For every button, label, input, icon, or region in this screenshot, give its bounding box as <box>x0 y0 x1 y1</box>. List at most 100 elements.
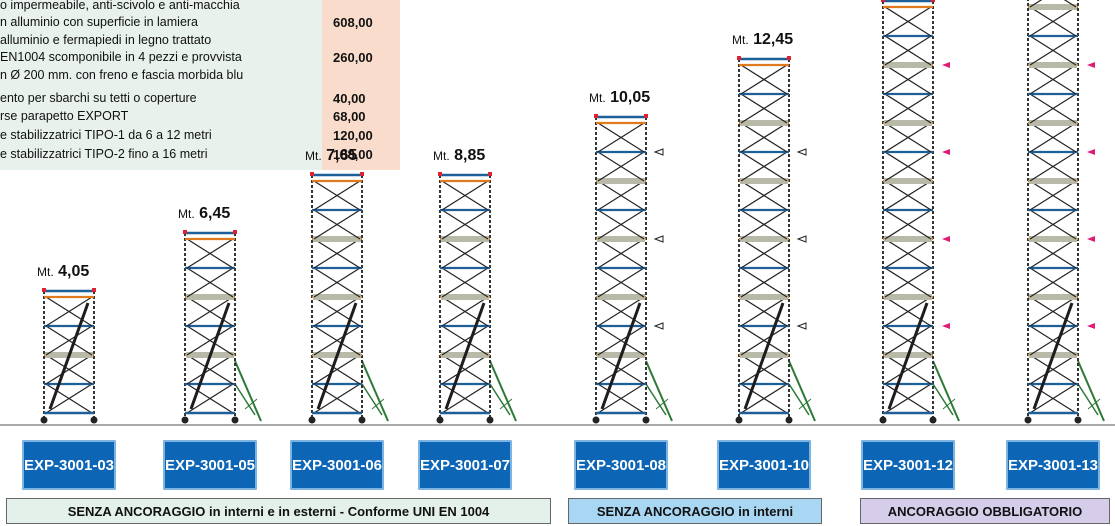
price-list-price: 120,00 <box>333 128 373 143</box>
cross-brace <box>740 151 788 182</box>
model-code-button[interactable]: EXP-3001-03 <box>22 440 116 490</box>
outrigger <box>645 383 667 416</box>
cross-brace <box>313 325 361 356</box>
cross-brace <box>884 151 932 182</box>
outrigger <box>234 383 256 416</box>
height-value: 4,05 <box>58 263 90 280</box>
cross-brace <box>441 296 489 327</box>
outrigger <box>371 398 385 410</box>
scaffold-tower <box>1024 0 1105 424</box>
cross-brace <box>740 180 788 211</box>
platform-deck <box>740 120 788 126</box>
cross-brace <box>740 354 788 385</box>
cross-brace <box>884 325 932 356</box>
outrigger <box>932 383 954 416</box>
model-code-button[interactable]: EXP-3001-07 <box>418 440 512 490</box>
cross-brace <box>441 238 489 269</box>
cross-brace <box>1029 35 1077 66</box>
price-list-row: EN1004 scomponibile in 4 pezzi e provvis… <box>0 49 400 66</box>
cross-brace <box>1029 238 1077 269</box>
height-prefix: Mt. <box>433 149 450 163</box>
castor-wheel <box>486 416 494 424</box>
cross-brace <box>45 354 93 385</box>
post-cap <box>92 288 96 292</box>
cross-brace <box>441 180 489 211</box>
outrigger <box>361 383 383 416</box>
platform-deck <box>740 178 788 184</box>
cross-brace <box>597 325 645 356</box>
anchor-marker-icon <box>942 236 950 242</box>
cross-brace <box>186 354 234 385</box>
model-code-button[interactable]: EXP-3001-12 <box>861 440 955 490</box>
cross-brace <box>1029 325 1077 356</box>
model-code-button[interactable]: EXP-3001-10 <box>717 440 811 490</box>
castor-wheel <box>358 416 366 424</box>
outrigger <box>361 360 389 422</box>
post-cap <box>787 56 791 60</box>
model-code-button[interactable]: EXP-3001-13 <box>1006 440 1100 490</box>
post-cap <box>233 230 237 234</box>
model-code-button[interactable]: EXP-3001-08 <box>574 440 668 490</box>
cross-brace <box>1029 151 1077 182</box>
outrigger <box>1077 360 1105 422</box>
cross-brace <box>45 383 93 414</box>
platform-deck <box>1029 178 1077 184</box>
outrigger <box>489 360 517 422</box>
height-prefix: Mt. <box>305 149 322 163</box>
cross-brace <box>597 383 645 414</box>
castor-wheel <box>785 416 793 424</box>
platform-deck <box>884 236 932 242</box>
cross-brace <box>1029 0 1043 8</box>
outrigger <box>499 398 513 410</box>
cross-brace <box>740 122 788 153</box>
price-list-row: e stabilizzatrici TIPO-2 fino a 16 metri… <box>0 146 400 163</box>
height-label: Mt. 10,05 <box>589 89 650 107</box>
cross-brace <box>740 296 788 327</box>
post-cap <box>931 0 935 2</box>
anchor-marker-icon <box>653 322 664 330</box>
castor-wheel <box>592 416 600 424</box>
cross-brace <box>884 209 932 240</box>
anchor-marker-icon <box>796 322 807 330</box>
platform-deck <box>313 294 361 300</box>
scaffold-tower <box>40 288 98 424</box>
outrigger <box>234 360 262 422</box>
cross-brace <box>740 325 788 356</box>
price-list-price: 608,00 <box>333 15 373 30</box>
post-cap <box>737 56 741 60</box>
model-code-button[interactable]: EXP-3001-06 <box>290 440 384 490</box>
scaffold-tower <box>592 114 673 424</box>
cross-brace <box>441 325 489 356</box>
cross-brace <box>597 238 645 269</box>
height-prefix: Mt. <box>589 91 606 105</box>
cross-brace <box>884 180 932 211</box>
cross-brace <box>441 267 489 298</box>
height-value: 8,85 <box>454 147 486 164</box>
cross-brace <box>740 383 788 414</box>
price-list-description: rse parapetto EXPORT <box>0 109 129 123</box>
cross-brace <box>884 354 932 385</box>
price-list-description: e stabilizzatrici TIPO-1 da 6 a 12 metri <box>0 128 212 142</box>
cross-brace <box>313 383 361 414</box>
cross-brace <box>186 325 234 356</box>
castor-wheel <box>231 416 239 424</box>
footer-note: ANCORAGGIO OBBLIGATORIO <box>860 498 1110 524</box>
height-value: 10,05 <box>610 89 651 106</box>
outrigger <box>645 360 673 422</box>
cross-brace <box>1029 267 1077 298</box>
anchor-marker-icon <box>796 235 807 243</box>
platform-deck <box>441 294 489 300</box>
platform-deck <box>1029 4 1077 10</box>
cross-brace <box>313 296 361 327</box>
platform-deck <box>597 178 645 184</box>
price-list-description: n alluminio con superficie in lamiera <box>0 15 199 29</box>
footer-note: SENZA ANCORAGGIO in interni e in esterni… <box>6 498 551 524</box>
height-value: 6,45 <box>199 205 231 222</box>
cross-brace <box>884 383 932 414</box>
anchor-marker-icon <box>1087 323 1095 329</box>
cross-brace <box>884 93 932 124</box>
cross-brace <box>1029 354 1077 385</box>
platform-deck <box>597 294 645 300</box>
model-code-button[interactable]: EXP-3001-05 <box>163 440 257 490</box>
